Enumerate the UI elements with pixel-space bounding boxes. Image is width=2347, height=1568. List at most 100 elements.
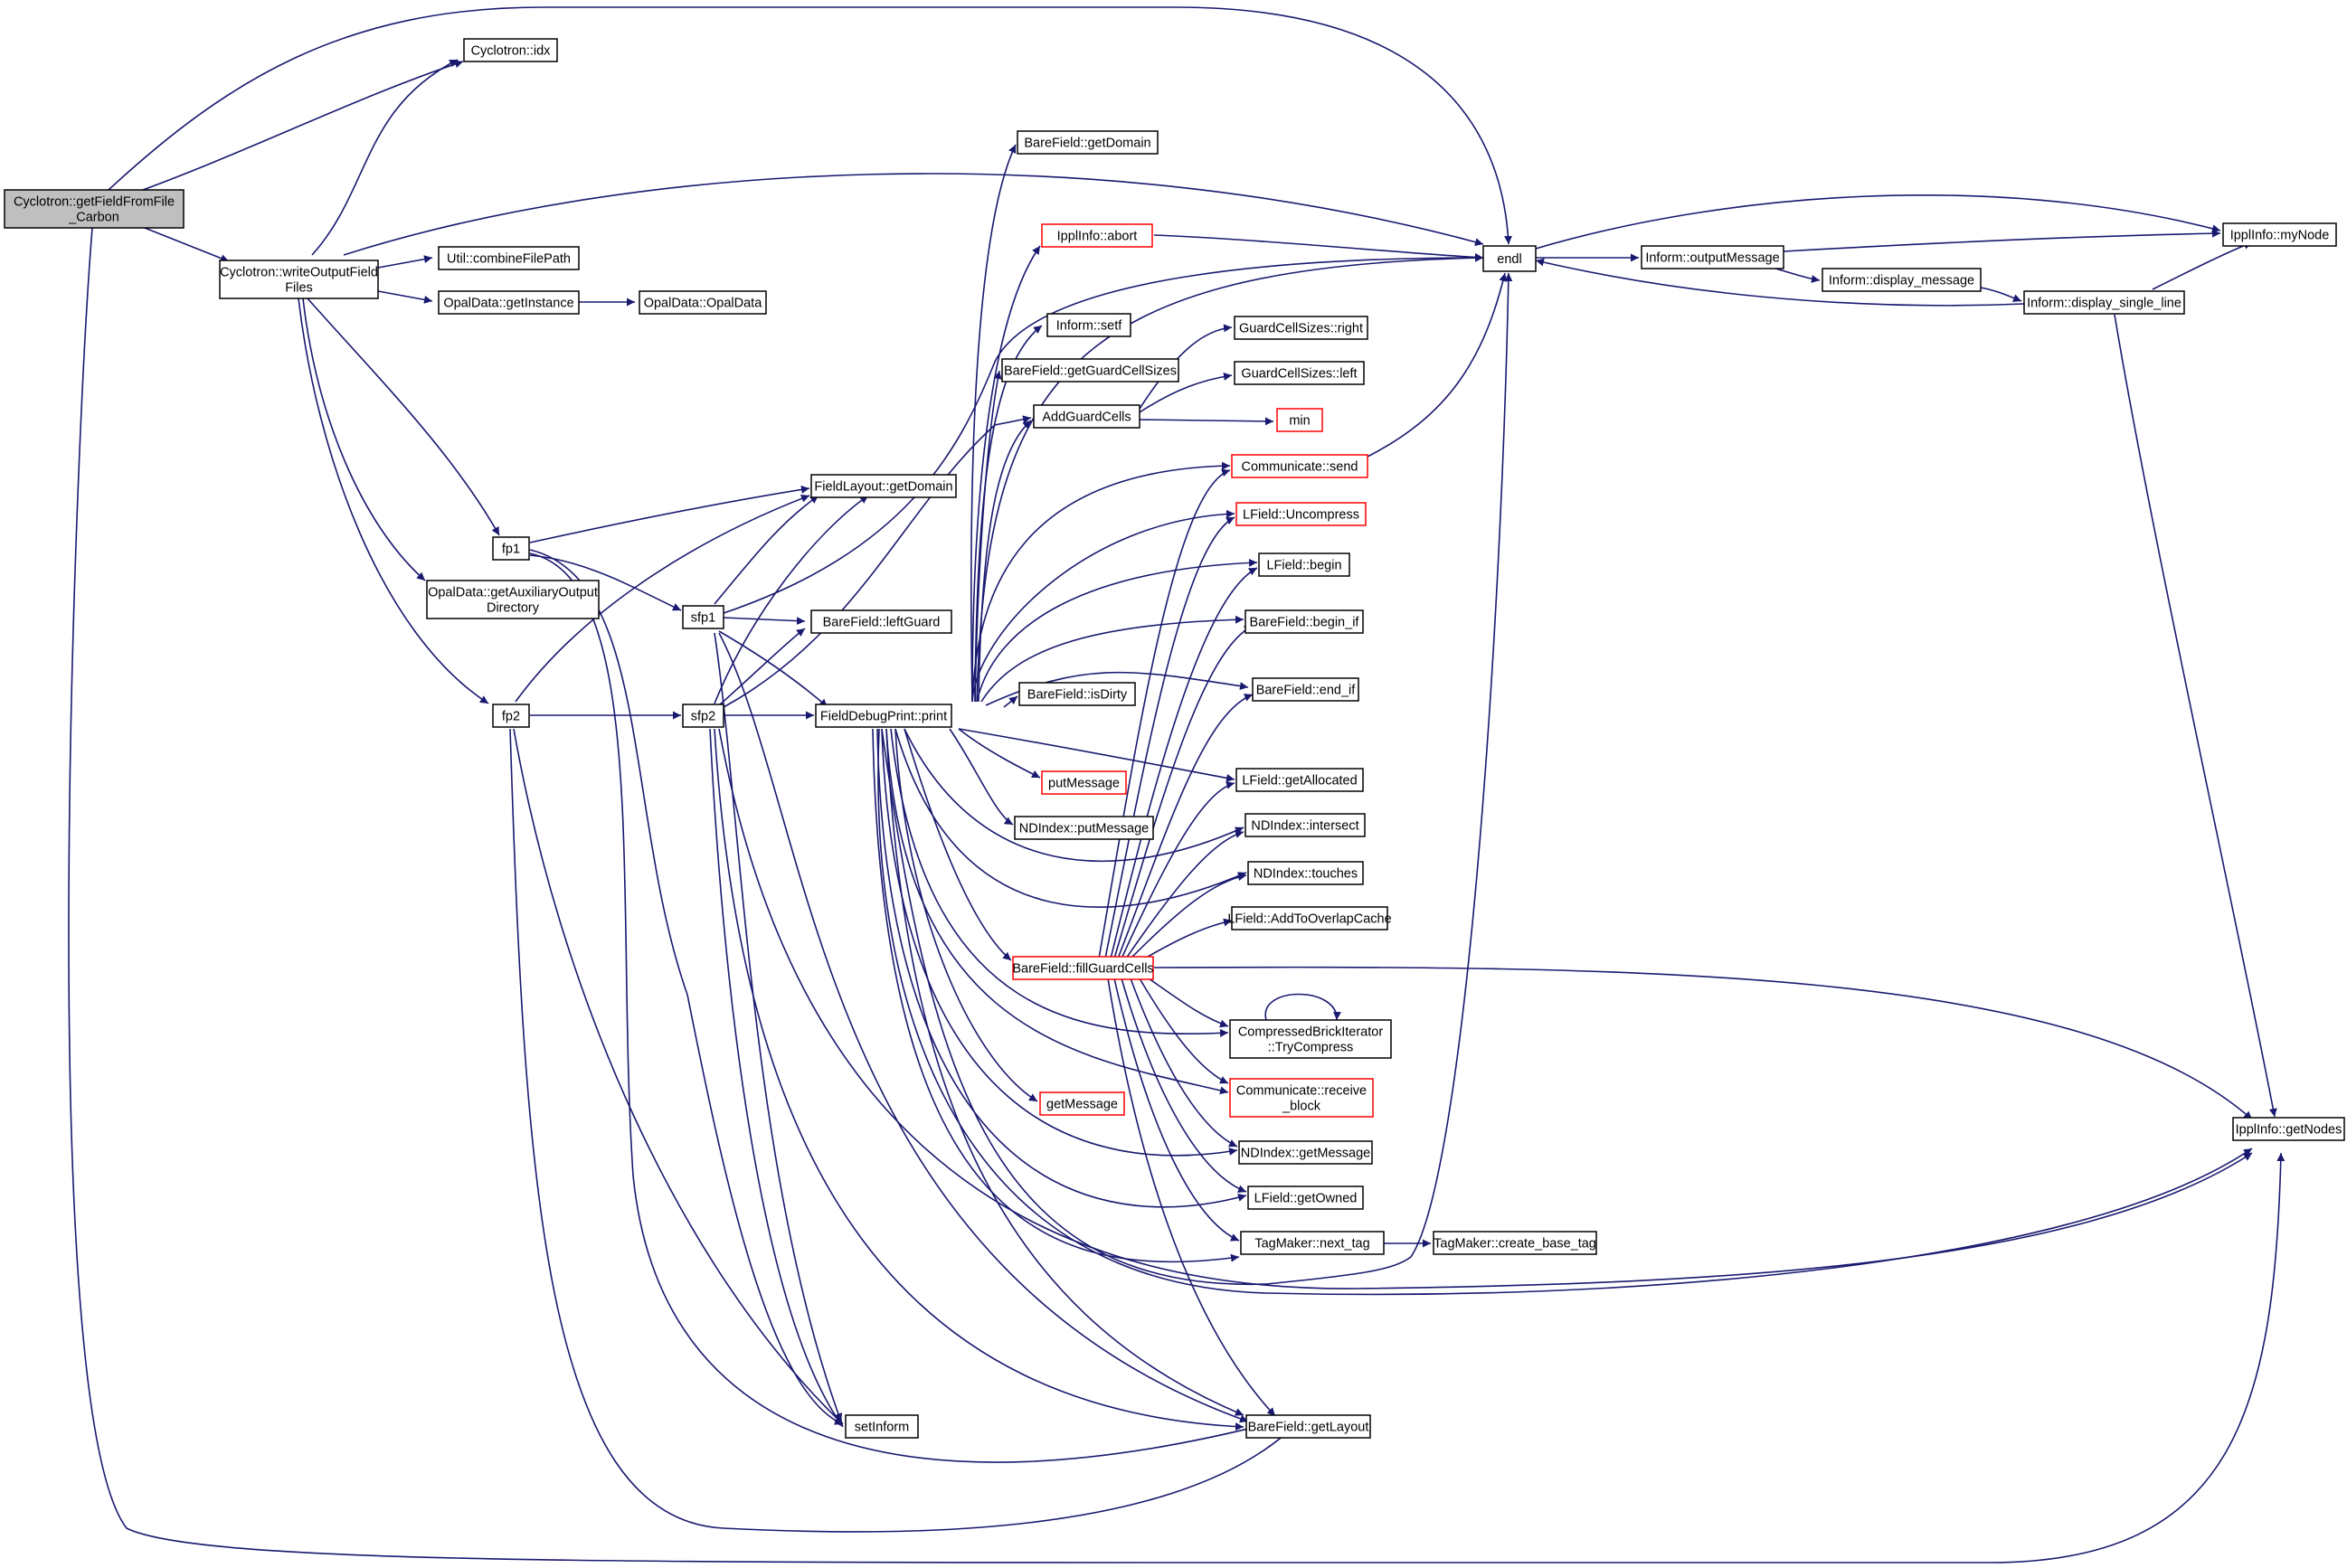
node-ndtouch[interactable]: NDIndex::touches [1247,861,1364,885]
node-label: Cyclotron::getFieldFromFile [14,195,175,210]
node-box [1001,358,1179,383]
edge-fdp-to-tmnt [872,728,1240,1263]
node-getmsg[interactable]: getMessage [1039,1091,1125,1116]
node-label: BareField::getGuardCellSizes [1004,364,1177,379]
node-bfgcs[interactable]: BareField::getGuardCellSizes [1001,358,1179,383]
edge-bffgc-to-getnodes [1153,966,2253,1120]
node-label: BareField::end_if [1256,684,1357,698]
node-lfaoc[interactable]: LField::AddToOverlapCache [1227,906,1392,930]
edge-fdp-to-csend [971,461,1231,703]
node-bflg[interactable]: BareField::leftGuard [810,609,952,634]
node-putmsg[interactable]: putMessage [1041,770,1127,795]
node-gi[interactable]: OpalData::getInstance [438,290,580,315]
node-label: BareField::isDirty [1027,688,1128,703]
node-box [1033,404,1140,429]
node-sfp1[interactable]: sfp1 [682,605,724,629]
node-label: FieldLayout::getDomain [814,480,952,495]
node-lfgo[interactable]: LField::getOwned [1247,1185,1364,1210]
node-box [2232,1117,2345,1141]
edge-sfp1-to-setinf [714,632,843,1422]
node-box [1234,316,1368,340]
node-getnodes[interactable]: IpplInfo::getNodes [2232,1117,2345,1141]
edge-fp2-to-setinf [513,728,844,1425]
node-crb[interactable]: Communicate::receive_block [1229,1078,1374,1118]
edge-sfp2-to-bfgl [714,728,1244,1431]
node-tmnt[interactable]: TagMaker::next_tag [1240,1231,1385,1255]
node-box [1247,1185,1364,1210]
node-label: endl [1497,252,1521,267]
node-box [810,609,952,634]
edge-fp1-to-flgd [529,485,810,543]
node-label: IpplInfo::myNode [2230,229,2330,243]
node-label: GuardCellSizes::left [1241,367,1357,382]
node-iom[interactable]: Inform::outputMessage [1641,245,1784,269]
node-bfgd[interactable]: BareField::getDomain [1017,130,1159,155]
node-min[interactable]: min [1276,408,1323,432]
edge-fdp-to-crb [885,728,1229,1095]
edge-wof-to-gaod [302,298,426,581]
node-label: sfp2 [691,710,715,724]
node-bfei[interactable]: BareField::end_if [1252,677,1359,702]
node-label: Inform::setf [1056,319,1122,334]
node-bfbi[interactable]: BareField::begin_if [1244,609,1364,634]
node-fp1[interactable]: fp1 [492,536,530,561]
node-tmcbt[interactable]: TagMaker::create_base_tag [1433,1231,1597,1255]
node-idsl[interactable]: Inform::display_single_line [2023,290,2185,315]
edge-iom-to-mynode [1783,229,2221,252]
edge-agc-to-gcsl [1139,372,1233,413]
edge-fdp-to-ndtouch [894,728,1247,908]
node-endl[interactable]: endl [1482,245,1537,272]
node-ndput[interactable]: NDIndex::putMessage [1014,816,1154,840]
edge-wof-to-gi [377,290,433,304]
node-label: LField::getAllocated [1242,774,1357,789]
edges [68,6,2285,1563]
node-setinf[interactable]: setInform [845,1414,919,1439]
node-abort[interactable]: IpplInfo::abort [1041,223,1153,248]
edge-fdp-to-endl-low [881,272,1513,1286]
node-label: TagMaker::create_base_tag [1434,1237,1596,1252]
node-fdp[interactable]: FieldDebugPrint::print [815,704,952,728]
node-box [1014,816,1154,840]
edge-sfp2-to-flgd [714,495,869,704]
edge-wof-to-fp2 [298,298,489,704]
node-flgd[interactable]: FieldLayout::getDomain [810,474,957,498]
edge-fp1-to-sfp1 [529,554,682,611]
node-cfp[interactable]: Util::combineFilePath [438,246,580,270]
node-label: AddGuardCells [1042,411,1131,425]
node-bffgc[interactable]: BareField::fillGuardCells [1012,956,1154,980]
node-gcsl[interactable]: GuardCellSizes::left [1234,361,1365,385]
edge-fdp-to-bfgl [885,728,1244,1416]
node-csend[interactable]: Communicate::send [1231,454,1368,478]
node-fp2[interactable]: fp2 [492,704,530,728]
node-lfb[interactable]: LField::begin [1258,553,1350,577]
node-gcsr[interactable]: GuardCellSizes::right [1234,316,1368,340]
node-label: Inform::display_message [1829,274,1974,288]
node-bfgl[interactable]: BareField::getLayout [1245,1414,1371,1439]
node-agc[interactable]: AddGuardCells [1033,404,1140,429]
node-box [1482,245,1537,272]
node-box [1238,1140,1373,1165]
node-cbitc[interactable]: CompressedBrickIterator::TryCompress [1229,1019,1392,1059]
node-root[interactable]: Cyclotron::getFieldFromFile_Carbon [4,189,185,229]
edge-root-to-idx [142,60,464,191]
node-idx[interactable]: Cyclotron::idx [463,38,558,62]
node-ndgm[interactable]: NDIndex::getMessage [1238,1140,1373,1165]
node-lfu[interactable]: LField::Uncompress [1235,502,1367,526]
node-isdirty[interactable]: BareField::isDirty [1018,682,1136,706]
node-mynode[interactable]: IpplInfo::myNode [2222,222,2337,247]
node-setf[interactable]: Inform::setf [1046,313,1131,337]
node-box [1235,502,1367,526]
edge-fp1-to-bfgl [529,553,1285,1463]
node-sfp2[interactable]: sfp2 [682,704,724,728]
node-idm[interactable]: Inform::display_message [1822,268,1982,292]
node-ndint[interactable]: NDIndex::intersect [1244,813,1366,837]
node-od[interactable]: OpalData::OpalData [639,290,767,315]
node-lfga[interactable]: LField::getAllocated [1235,768,1364,792]
edge-root-to-wof [144,227,230,262]
edge-bffgc-to-ndtouch [1130,873,1247,959]
node-box [1276,408,1323,432]
edge-fdp-to-ndint [904,728,1244,863]
